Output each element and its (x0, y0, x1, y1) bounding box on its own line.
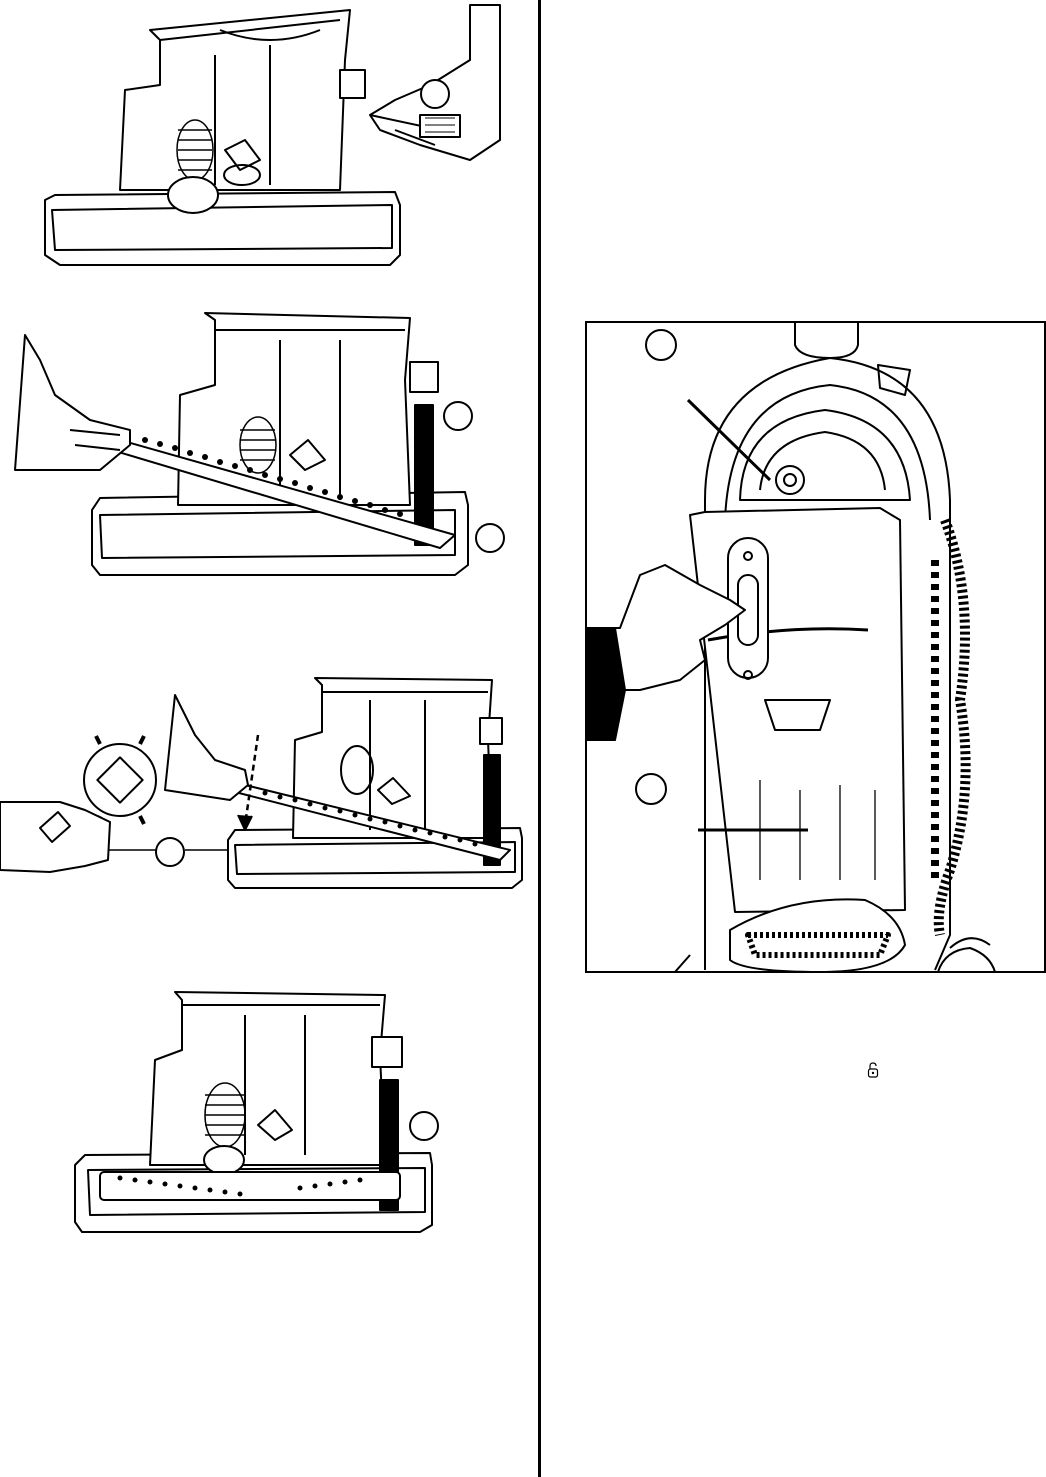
unlock-icon (866, 1062, 880, 1078)
callout-2b (476, 524, 504, 552)
callout-3 (156, 838, 184, 866)
callout-5 (646, 330, 676, 360)
callout-6 (636, 774, 666, 804)
callout-2a (444, 402, 472, 430)
callout-4 (410, 1112, 438, 1140)
callout-1 (421, 80, 449, 108)
column-divider (538, 0, 541, 1477)
